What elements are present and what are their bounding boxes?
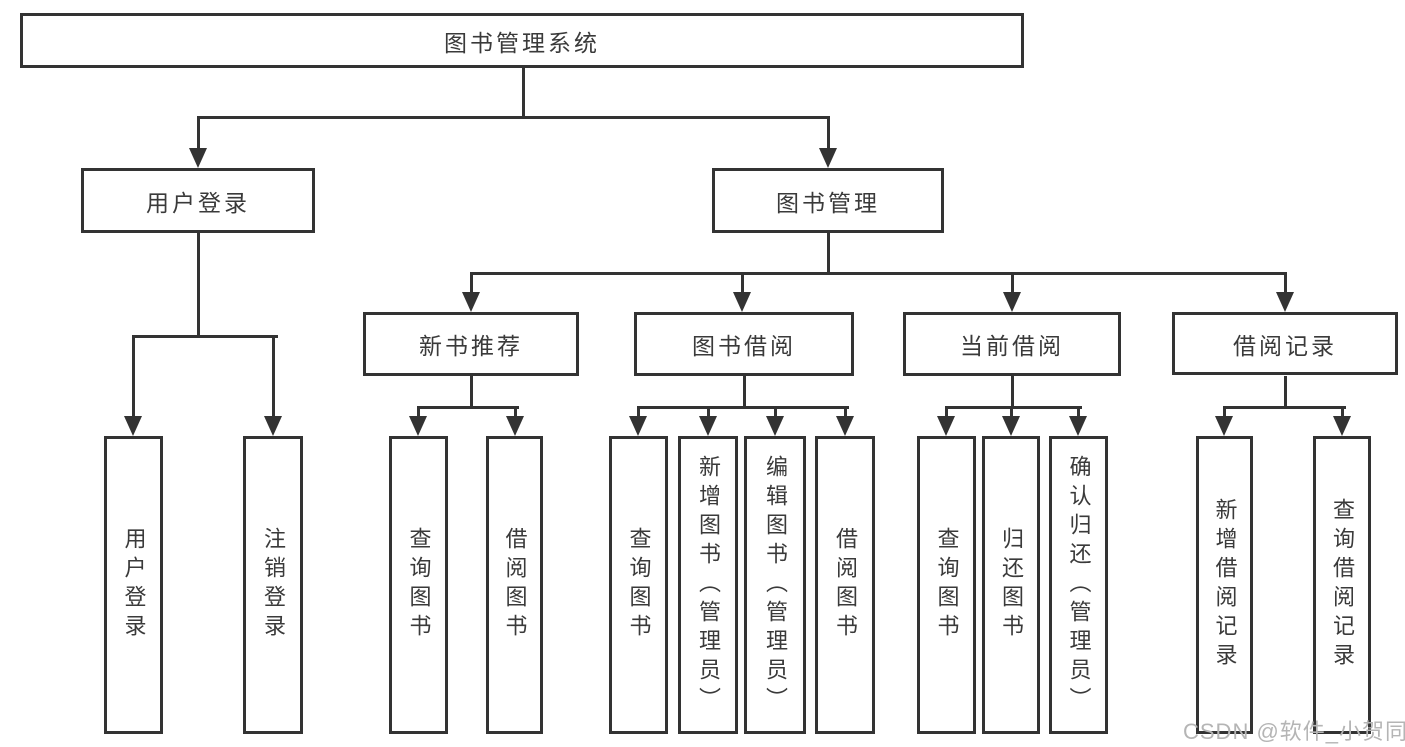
leaf-records-query-record: 查询借阅记录: [1313, 436, 1371, 734]
arrowhead-icon: [1003, 292, 1021, 312]
arrowhead-icon: [462, 292, 480, 312]
connector-line: [774, 407, 777, 418]
connector-line: [470, 376, 473, 407]
leaf-borrow-borrow-books: 借阅图书: [815, 436, 875, 734]
leaf-newbook-borrow-books-label: 借阅图书: [502, 527, 528, 643]
connector-line: [827, 233, 830, 273]
connector-line: [272, 336, 275, 418]
node-library-system-label: 图书管理系统: [444, 29, 600, 56]
node-borrow-records-label: 借阅记录: [1233, 332, 1337, 359]
arrowhead-icon: [937, 416, 955, 436]
node-book-borrowing-label: 图书借阅: [692, 333, 796, 359]
node-book-management-label: 图书管理: [776, 189, 880, 216]
connector-line: [197, 233, 200, 336]
node-current-borrowing: 当前借阅: [903, 312, 1121, 376]
arrowhead-icon: [699, 416, 717, 436]
leaf-borrow-query-books: 查询图书: [609, 436, 668, 734]
arrowhead-icon: [629, 416, 647, 436]
connector-line: [417, 406, 519, 409]
connector-line: [1011, 376, 1014, 407]
arrowhead-icon: [1276, 292, 1294, 312]
arrowhead-icon: [1333, 416, 1351, 436]
leaf-current-return-books: 归还图书: [982, 436, 1040, 734]
connector-line: [417, 407, 420, 418]
leaf-borrow-edit-books-admin: 编辑图书（管理员）: [744, 436, 806, 734]
connector-line: [1223, 406, 1346, 409]
leaf-logout: 注销登录: [243, 436, 303, 734]
arrowhead-icon: [1002, 416, 1020, 436]
arrowhead-icon: [766, 416, 784, 436]
leaf-user-login: 用户登录: [104, 436, 163, 734]
connector-line: [844, 407, 847, 418]
connector-line: [470, 272, 1287, 275]
leaf-records-add-record: 新增借阅记录: [1196, 436, 1253, 734]
connector-line: [743, 376, 746, 407]
leaf-logout-label: 注销登录: [261, 527, 286, 643]
arrowhead-icon: [189, 148, 207, 168]
leaf-records-query-record-label: 查询借阅记录: [1330, 498, 1355, 672]
connector-line: [741, 273, 744, 294]
leaf-newbook-borrow-books: 借阅图书: [486, 436, 543, 734]
node-current-borrowing-label: 当前借阅: [960, 333, 1064, 359]
arrowhead-icon: [506, 416, 524, 436]
watermark: CSDN @软件_小贺同学: [1183, 719, 1405, 744]
connector-line: [522, 68, 525, 117]
connector-line: [707, 407, 710, 418]
leaf-borrow-edit-books-admin-label: 编辑图书（管理员）: [763, 454, 788, 716]
connector-line: [197, 117, 200, 150]
arrowhead-icon: [1069, 416, 1087, 436]
arrowhead-icon: [1215, 416, 1233, 436]
leaf-borrow-add-books-admin-label: 新增图书（管理员）: [696, 454, 721, 716]
leaf-records-add-record-label: 新增借阅记录: [1212, 498, 1238, 672]
leaf-current-query-books: 查询图书: [917, 436, 976, 734]
leaf-borrow-borrow-books-label: 借阅图书: [833, 527, 858, 643]
arrowhead-icon: [124, 416, 142, 436]
node-borrow-records: 借阅记录: [1172, 312, 1398, 375]
connector-line: [637, 407, 640, 418]
connector-line: [1223, 407, 1226, 418]
leaf-current-return-books-label: 归还图书: [999, 527, 1024, 643]
connector-line: [945, 406, 1082, 409]
leaf-newbook-query-books: 查询图书: [389, 436, 448, 734]
node-user-login-label: 用户登录: [146, 189, 250, 216]
connector-line: [1077, 407, 1080, 418]
connector-line: [132, 335, 278, 338]
leaf-borrow-add-books-admin: 新增图书（管理员）: [678, 436, 738, 734]
connector-line: [1284, 273, 1287, 294]
connector-line: [514, 407, 517, 418]
connector-line: [1341, 407, 1344, 418]
connector-line: [1011, 273, 1014, 294]
connector-line: [197, 116, 830, 119]
connector-line: [945, 407, 948, 418]
node-book-management: 图书管理: [712, 168, 944, 233]
leaf-newbook-query-books-label: 查询图书: [406, 527, 432, 643]
arrowhead-icon: [264, 416, 282, 436]
connector-line: [827, 117, 830, 150]
connector-line: [470, 273, 473, 294]
arrowhead-icon: [836, 416, 854, 436]
connector-line: [132, 336, 135, 418]
arrowhead-icon: [733, 292, 751, 312]
leaf-user-login-label: 用户登录: [121, 527, 147, 643]
connector-line: [1284, 376, 1287, 407]
node-user-login: 用户登录: [81, 168, 315, 233]
node-book-borrowing: 图书借阅: [634, 312, 854, 376]
node-new-book-recommend-label: 新书推荐: [419, 333, 523, 359]
node-library-system: 图书管理系统: [20, 13, 1024, 68]
node-new-book-recommend: 新书推荐: [363, 312, 579, 376]
leaf-current-confirm-return-admin-label: 确认归还（管理员）: [1066, 454, 1092, 716]
connector-line: [637, 406, 849, 409]
connector-line: [1010, 407, 1013, 418]
arrowhead-icon: [819, 148, 837, 168]
arrowhead-icon: [409, 416, 427, 436]
leaf-borrow-query-books-label: 查询图书: [626, 527, 652, 643]
leaf-current-query-books-label: 查询图书: [934, 527, 960, 643]
leaf-current-confirm-return-admin: 确认归还（管理员）: [1049, 436, 1108, 734]
